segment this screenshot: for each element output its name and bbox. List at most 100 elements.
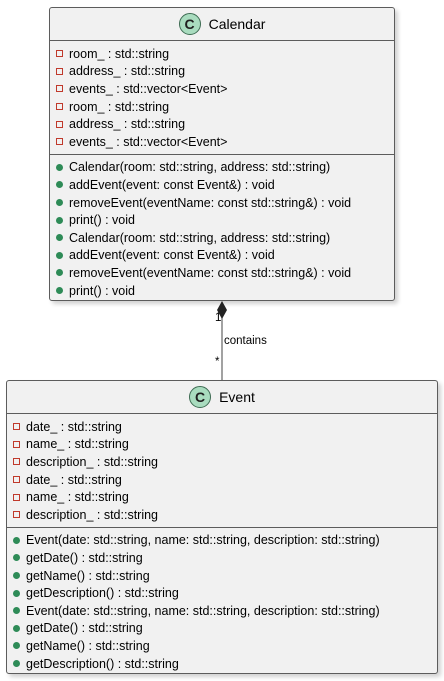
attribute-row: room_ : std::string: [56, 45, 394, 63]
event-class[interactable]: C Event date_ : std::string name_ : std:…: [6, 380, 438, 674]
method-text: Calendar(room: std::string, address: std…: [69, 160, 331, 175]
attribute-row: address_ : std::string: [56, 63, 394, 81]
private-icon: [56, 103, 63, 111]
calendar-class[interactable]: C Calendar room_ : std::string address_ …: [49, 7, 395, 301]
attribute-text: date_ : std::string: [26, 472, 122, 487]
public-icon: [13, 554, 20, 562]
private-icon: [13, 511, 20, 519]
method-text: getName() : std::string: [26, 638, 150, 653]
attribute-row: room_ : std::string: [56, 98, 394, 116]
method-text: getDescription() : std::string: [26, 586, 179, 601]
attribute-row: events_ : std::vector<Event>: [56, 133, 394, 151]
attribute-row: events_ : std::vector<Event>: [56, 80, 394, 98]
attribute-text: room_ : std::string: [69, 99, 170, 114]
private-icon: [13, 458, 20, 466]
method-row: getName() : std::string: [13, 567, 437, 585]
public-icon: [13, 536, 20, 544]
public-icon: [56, 163, 63, 171]
attribute-text: description_ : std::string: [26, 507, 159, 522]
private-icon: [56, 138, 63, 146]
method-row: Event(date: std::string, name: std::stri…: [13, 602, 437, 620]
composition-diamond-icon: [217, 301, 227, 319]
calendar-attributes: room_ : std::string address_ : std::stri…: [50, 41, 394, 155]
method-row: getDescription() : std::string: [13, 584, 437, 602]
method-row: getDate() : std::string: [13, 620, 437, 638]
method-row: removeEvent(eventName: const std::string…: [56, 264, 394, 282]
class-badge-icon: C: [189, 386, 212, 408]
public-icon: [13, 624, 20, 632]
attribute-row: name_ : std::string: [13, 436, 437, 454]
method-row: getDescription() : std::string: [13, 655, 437, 673]
public-icon: [56, 216, 63, 224]
target-multiplicity: *: [215, 356, 220, 368]
method-text: getDescription() : std::string: [26, 656, 179, 671]
public-icon: [56, 181, 63, 189]
method-row: Event(date: std::string, name: std::stri…: [13, 532, 437, 550]
calendar-class-header: C Calendar: [50, 8, 394, 41]
public-icon: [13, 607, 20, 615]
attribute-row: description_ : std::string: [13, 506, 437, 524]
private-icon: [56, 67, 63, 75]
private-icon: [56, 120, 63, 128]
attribute-text: name_ : std::string: [26, 437, 129, 452]
attribute-text: name_ : std::string: [26, 490, 129, 505]
method-text: getDate() : std::string: [26, 550, 143, 565]
method-text: addEvent(event: const Event&) : void: [69, 248, 275, 263]
attribute-row: date_ : std::string: [13, 471, 437, 489]
public-icon: [56, 251, 63, 259]
method-text: Calendar(room: std::string, address: std…: [69, 230, 331, 245]
calendar-methods: Calendar(room: std::string, address: std…: [50, 155, 394, 303]
method-row: addEvent(event: const Event&) : void: [56, 247, 394, 265]
method-text: removeEvent(eventName: const std::string…: [69, 265, 352, 280]
private-icon: [13, 440, 20, 448]
private-icon: [13, 423, 20, 431]
method-text: getName() : std::string: [26, 568, 150, 583]
method-text: removeEvent(eventName: const std::string…: [69, 195, 352, 210]
public-icon: [56, 199, 63, 207]
attribute-row: date_ : std::string: [13, 418, 437, 436]
method-row: getDate() : std::string: [13, 549, 437, 567]
public-icon: [13, 642, 20, 650]
public-icon: [56, 287, 63, 295]
attribute-row: description_ : std::string: [13, 453, 437, 471]
method-row: print() : void: [56, 211, 394, 229]
attribute-text: room_ : std::string: [69, 46, 170, 61]
event-class-name: Event: [219, 389, 255, 405]
event-class-header: C Event: [7, 381, 437, 414]
private-icon: [13, 493, 20, 501]
public-icon: [13, 589, 20, 597]
method-text: addEvent(event: const Event&) : void: [69, 177, 275, 192]
attribute-text: description_ : std::string: [26, 454, 159, 469]
method-text: print() : void: [69, 283, 135, 298]
method-row: addEvent(event: const Event&) : void: [56, 176, 394, 194]
method-row: Calendar(room: std::string, address: std…: [56, 159, 394, 177]
attribute-row: address_ : std::string: [56, 115, 394, 133]
source-multiplicity: 1: [215, 312, 222, 324]
public-icon: [13, 660, 20, 668]
relation-label: contains: [224, 335, 267, 347]
public-icon: [56, 234, 63, 242]
private-icon: [13, 476, 20, 484]
public-icon: [56, 269, 63, 277]
method-row: removeEvent(eventName: const std::string…: [56, 194, 394, 212]
method-row: print() : void: [56, 282, 394, 300]
method-text: Event(date: std::string, name: std::stri…: [26, 603, 380, 618]
class-badge-icon: C: [178, 13, 201, 35]
attribute-text: address_ : std::string: [69, 117, 186, 132]
attribute-text: address_ : std::string: [69, 64, 186, 79]
calendar-class-name: Calendar: [208, 16, 266, 32]
method-text: Event(date: std::string, name: std::stri…: [26, 533, 380, 548]
event-methods: Event(date: std::string, name: std::stri…: [7, 528, 437, 676]
private-icon: [56, 85, 63, 93]
attribute-text: date_ : std::string: [26, 419, 122, 434]
attribute-row: name_ : std::string: [13, 488, 437, 506]
private-icon: [56, 50, 63, 58]
method-row: Calendar(room: std::string, address: std…: [56, 229, 394, 247]
attribute-text: events_ : std::vector<Event>: [69, 81, 228, 96]
method-text: getDate() : std::string: [26, 621, 143, 636]
attribute-text: events_ : std::vector<Event>: [69, 134, 228, 149]
method-text: print() : void: [69, 213, 135, 228]
public-icon: [13, 572, 20, 580]
event-attributes: date_ : std::string name_ : std::string …: [7, 414, 437, 528]
